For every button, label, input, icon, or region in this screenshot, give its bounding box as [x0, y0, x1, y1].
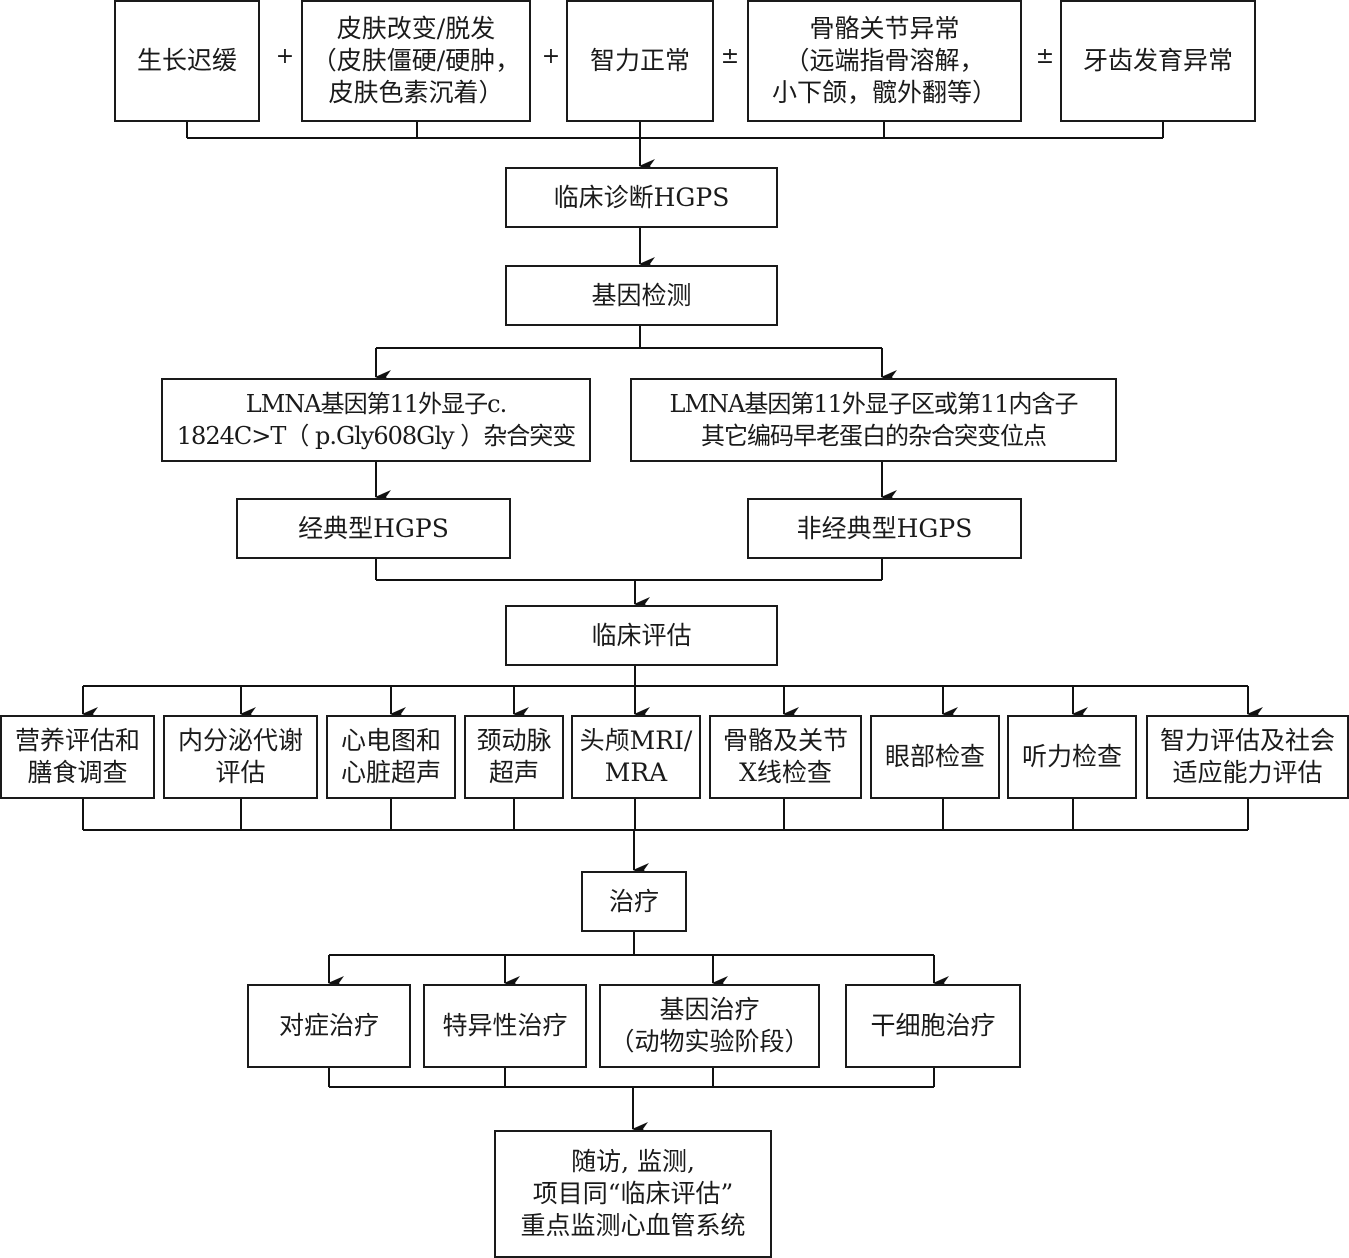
criterion-skin-changes: 皮肤改变/脱发 （皮肤僵硬/硬肿， 皮肤色素沉着） — [301, 0, 531, 122]
operator-plus-minus: ± — [720, 44, 740, 69]
treatment-symptomatic: 对症治疗 — [247, 984, 411, 1068]
criterion-normal-intelligence: 智力正常 — [566, 0, 714, 122]
criterion-dental-abnormality: 牙齿发育异常 — [1060, 0, 1256, 122]
assessment-eye: 眼部检查 — [870, 715, 1000, 799]
assessment-skeletal-xray: 骨骼及关节 X线检查 — [709, 715, 862, 799]
assessment-cranial-mri: 头颅MRI/ MRA — [571, 715, 701, 799]
genetic-testing-box: 基因检测 — [505, 265, 778, 326]
treatment-specific: 特异性治疗 — [423, 984, 587, 1068]
assessment-nutrition: 营养评估和 膳食调查 — [0, 715, 155, 799]
clinical-assessment-box: 临床评估 — [505, 605, 778, 666]
operator-plus-minus: ± — [1035, 44, 1055, 69]
criterion-skeletal-abnormality: 骨骼关节异常 （远端指骨溶解， 小下颌，髋外翻等） — [747, 0, 1022, 122]
assessment-intelligence: 智力评估及社会 适应能力评估 — [1146, 715, 1349, 799]
assessment-cardiac: 心电图和 心脏超声 — [326, 715, 456, 799]
assessment-hearing: 听力检查 — [1007, 715, 1137, 799]
operator-plus: + — [541, 44, 561, 69]
criterion-growth-retardation: 生长迟缓 — [114, 0, 260, 122]
treatment-gene-therapy: 基因治疗 （动物实验阶段） — [599, 984, 820, 1068]
nonclassic-hgps-box: 非经典型HGPS — [747, 498, 1022, 559]
clinical-diagnosis-box: 临床诊断HGPS — [505, 167, 778, 228]
classic-hgps-box: 经典型HGPS — [236, 498, 511, 559]
assessment-endocrine: 内分泌代谢 评估 — [163, 715, 318, 799]
mutation-classic-box: LMNA基因第11外显子c. 1824C>T（ p.Gly608Gly ）杂合突… — [161, 378, 591, 462]
treatment-stem-cell: 干细胞治疗 — [845, 984, 1021, 1068]
operator-plus: + — [275, 44, 295, 69]
follow-up-box: 随访, 监测, 项目同“临床评估” 重点监测心血管系统 — [494, 1130, 772, 1258]
treatment-box: 治疗 — [581, 871, 687, 932]
mutation-nonclassic-box: LMNA基因第11外显子区或第11内含子 其它编码早老蛋白的杂合突变位点 — [630, 378, 1117, 462]
assessment-carotid: 颈动脉 超声 — [464, 715, 564, 799]
